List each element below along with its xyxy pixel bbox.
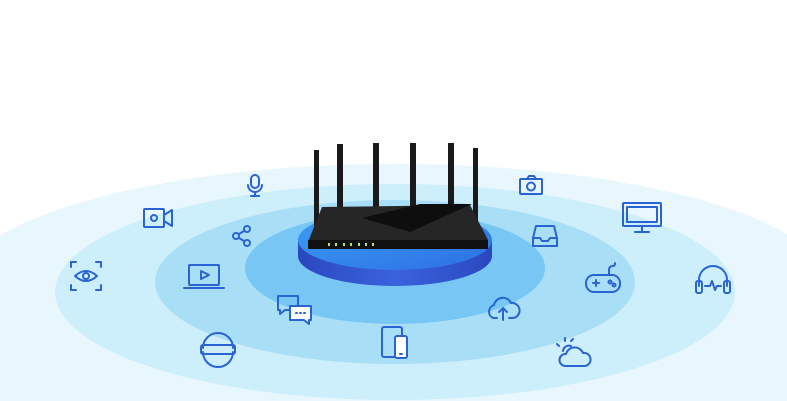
microphone-icon [247, 174, 263, 197]
tablet-phone-icon [381, 326, 408, 359]
laptop-play-icon [183, 264, 225, 289]
eye-scan-icon [70, 261, 102, 291]
camera-icon [519, 175, 543, 195]
cloud-sun-icon [556, 337, 592, 367]
gamepad-icon [585, 262, 621, 293]
video-camera-icon [143, 208, 173, 228]
headphones-icon [695, 265, 731, 294]
share-icon [232, 225, 251, 247]
vr-headset-icon [200, 332, 236, 368]
cloud-upload-icon [488, 296, 521, 321]
router [308, 143, 488, 249]
inbox-tray-icon [532, 225, 558, 247]
monitor-icon [622, 202, 662, 233]
chat-bubbles-icon [277, 295, 312, 325]
